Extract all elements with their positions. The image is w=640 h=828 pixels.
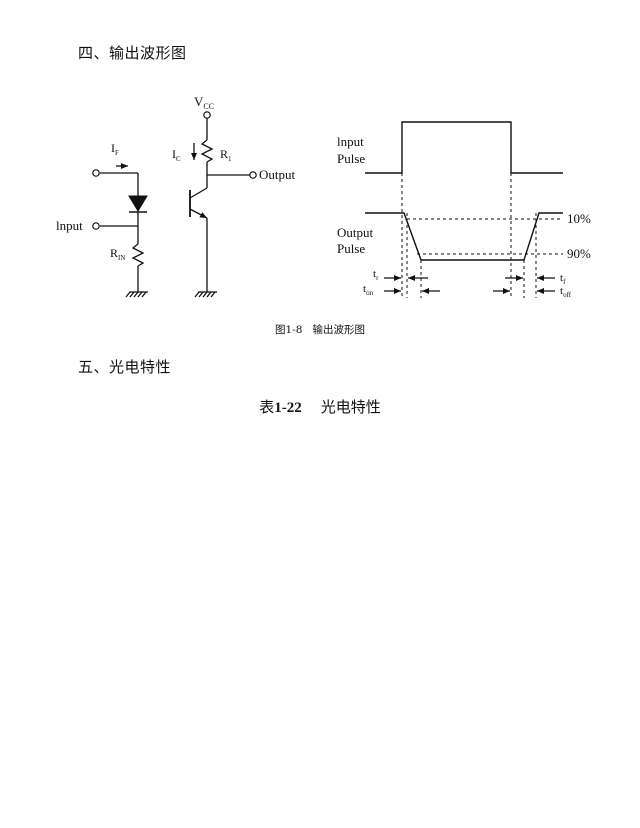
tf-label: tf — [560, 272, 566, 286]
table-title-prefix: 表 — [259, 398, 275, 416]
ground-symbol-right — [194, 291, 217, 298]
tr-label: tr — [373, 268, 379, 282]
ton-label: ton — [363, 283, 374, 297]
vcc-terminal — [203, 111, 211, 119]
output-pulse-label-line2: Pulse — [337, 241, 365, 256]
figure-caption-text: 输出波形图 — [312, 324, 365, 336]
rin-label: RIN — [110, 246, 125, 262]
vcc-label: VCC — [194, 94, 214, 111]
section-5-heading: 五、光电特性 — [78, 358, 172, 376]
ninety-percent-label: 90% — [567, 246, 591, 261]
toff-label: toff — [560, 285, 572, 299]
input-terminal-top — [92, 169, 100, 177]
output-terminal — [249, 171, 257, 179]
output-pulse-label-line1: Output — [337, 225, 374, 240]
led-diode-symbol — [128, 195, 148, 212]
table-title-number: 1-22 — [274, 400, 302, 416]
ground-symbol-left — [125, 291, 148, 298]
input-label: lnput — [56, 218, 83, 233]
ic-label: IC — [172, 147, 181, 163]
ten-percent-label: 10% — [567, 211, 591, 226]
optocoupler-circuit — [100, 118, 250, 292]
table-title-text: 光电特性 — [320, 398, 381, 416]
section-4-heading: 四、输出波形图 — [78, 44, 187, 62]
r1-label: R1 — [220, 147, 232, 163]
table-title: 表1-22 光电特性 — [0, 396, 640, 417]
figure-caption-number: 图1-8 — [275, 324, 303, 336]
if-label: IF — [111, 141, 119, 157]
figure-caption: 图1-8 输出波形图 — [0, 322, 640, 337]
input-pulse-label-line2: Pulse — [337, 151, 365, 166]
input-pulse-label-line1: lnput — [337, 134, 364, 149]
output-label: Output — [259, 167, 296, 182]
timing-guide-lines — [401, 173, 563, 298]
input-pulse-waveform — [365, 121, 563, 174]
timing-arrows — [384, 275, 555, 294]
input-terminal — [92, 222, 100, 230]
output-pulse-waveform — [365, 212, 563, 261]
